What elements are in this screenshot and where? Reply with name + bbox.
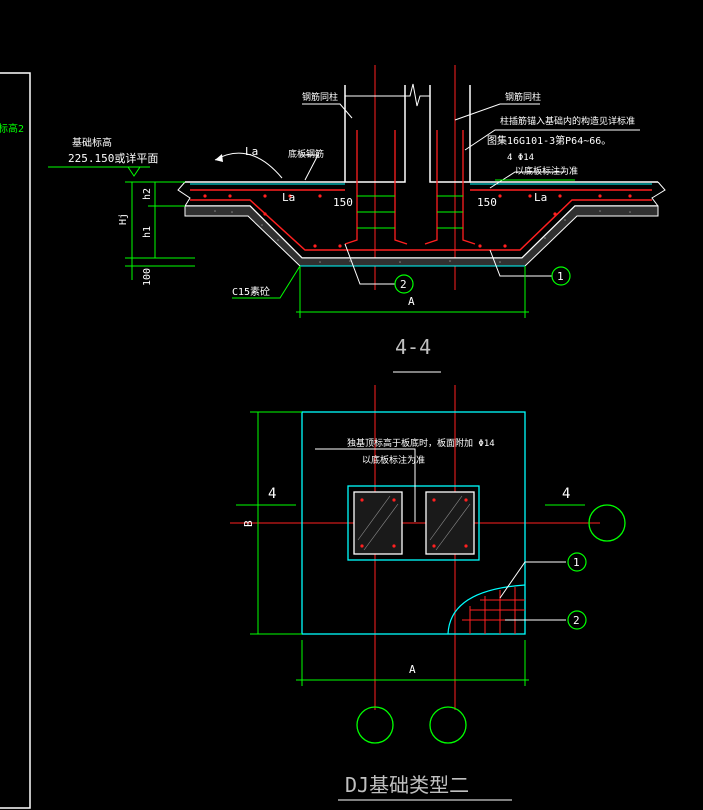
stirrup-note: 4 Φ14 (507, 153, 534, 163)
dim-hj: Hj (118, 213, 129, 225)
callout-2-circle-plan (567, 610, 587, 630)
cut-label-left: 4 (268, 486, 276, 502)
callout-1-circle-section (551, 266, 571, 286)
callout-1-section: 1 (557, 270, 564, 283)
dim-h1: h1 (142, 226, 153, 238)
axis-bubble-right-bottom (429, 706, 467, 744)
dim-150-right: 150 (477, 196, 497, 209)
section-view: La 基础标高 225.150或详平面 底板钢筋 钢筋同柱 钢筋同柱 柱插筋锚入… (48, 65, 666, 318)
callout-2-circle-section (394, 274, 414, 294)
plan-note-1: 独基顶标高于板底时，板面附加 Φ14 (347, 437, 495, 449)
elevation-value: 225.150或详平面 (68, 151, 158, 165)
left-panel-text: 标高2 (0, 122, 24, 135)
axis-bubble-right (588, 504, 626, 542)
c15-label: C15素砼 (232, 285, 270, 298)
dim-100: 100 (142, 268, 153, 286)
dim-a-section: A (408, 295, 415, 308)
drawing-title: DJ基础类型二 (345, 773, 469, 797)
elevation-label: 基础标高 (72, 136, 112, 149)
section-title: 4-4 (395, 335, 431, 359)
cut-label-right: 4 (562, 486, 570, 502)
plan-view: 独基顶标高于板底时，板面附加 Φ14 以底板标注为准 4 4 B 1 2 (230, 385, 626, 744)
la-left-label: La (282, 191, 295, 204)
steel-col-right-label: 钢筋同柱 (505, 91, 541, 103)
steel-col-left-label: 钢筋同柱 (302, 91, 338, 103)
dim-h2: h2 (142, 188, 153, 200)
axis-bubble-left (356, 706, 394, 744)
callout-1-plan: 1 (573, 556, 580, 569)
la-top-label: La (245, 145, 258, 158)
anchor-note-1: 柱插筋锚入基础内的构造见详标准 (500, 115, 635, 127)
la-right-label: La (534, 191, 547, 204)
callout-2-plan: 2 (573, 614, 580, 627)
dim-a-plan: A (409, 663, 416, 676)
dim-150-left: 150 (333, 196, 353, 209)
left-panel: 标高2 (0, 72, 31, 809)
callout-1-circle-plan (567, 552, 587, 572)
callout-2-section: 2 (400, 278, 407, 291)
plan-note-2: 以底板标注为准 (362, 454, 425, 466)
anchor-note-2: 图集16G101-3第P64~66。 (487, 134, 611, 147)
stirrup-note-2: 以底板标注为准 (515, 165, 578, 177)
dim-b-plan: B (242, 520, 255, 527)
bottom-bar-label: 底板钢筋 (288, 148, 324, 160)
